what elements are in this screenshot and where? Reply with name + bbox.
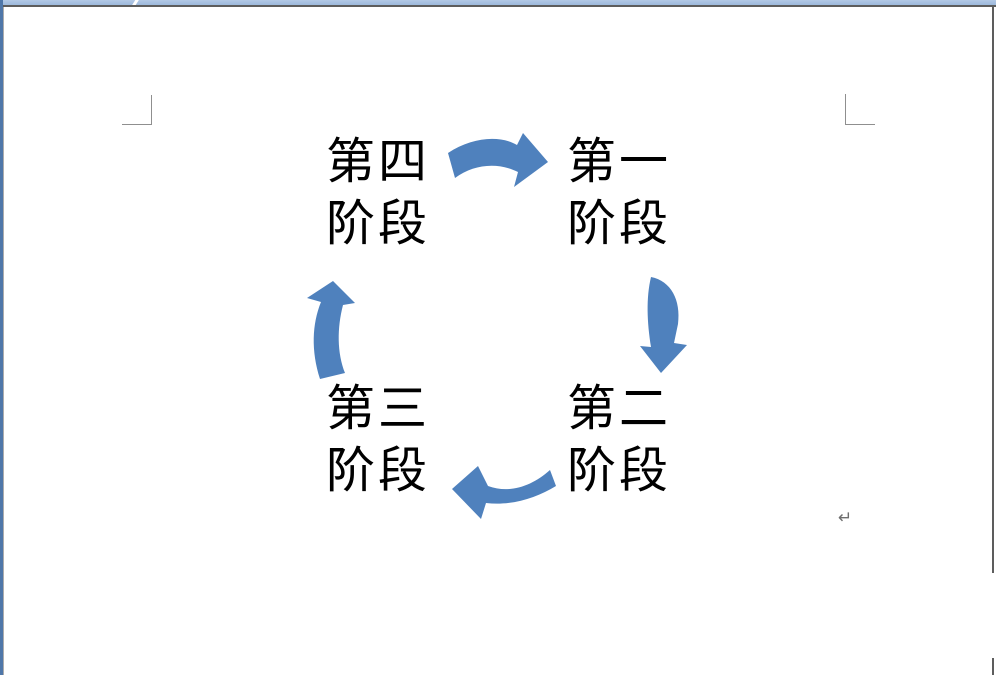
cycle-arrow-top-right-icon[interactable] — [448, 133, 548, 187]
stage-3-line2: 阶段 — [325, 443, 430, 498]
stage-4-line1: 第四 — [325, 134, 430, 189]
window-left-edge — [0, 0, 3, 675]
page-left-border — [3, 5, 4, 675]
cycle-arrow-up-icon[interactable] — [307, 281, 355, 379]
stage-3-label[interactable]: 第三 阶段 — [320, 378, 436, 502]
text-boundary-mark-top-right — [845, 94, 846, 124]
stage-3-line1: 第三 — [325, 381, 430, 436]
page-top-border — [0, 5, 996, 7]
stage-1-label[interactable]: 第一 阶段 — [561, 131, 677, 255]
stage-4-label[interactable]: 第四 阶段 — [320, 131, 436, 255]
text-boundary-mark-top-left — [151, 95, 152, 125]
stage-2-label[interactable]: 第二 阶段 — [561, 378, 677, 502]
stage-4-line2: 阶段 — [325, 196, 430, 251]
page-right-border-upper — [992, 5, 994, 573]
stage-2-line2: 阶段 — [566, 443, 671, 498]
page-right-border-lower — [992, 658, 994, 675]
text-boundary-mark-top-right — [845, 124, 875, 125]
cycle-arrow-down-icon[interactable] — [640, 277, 687, 373]
paragraph-mark: ↵ — [838, 508, 853, 528]
cycle-arrow-bottom-left-icon[interactable] — [452, 466, 556, 519]
window-top-edge — [0, 0, 996, 5]
stage-2-line1: 第二 — [566, 381, 671, 436]
stage-1-line2: 阶段 — [566, 196, 671, 251]
text-boundary-mark-top-left — [122, 124, 152, 125]
stage-1-line1: 第一 — [566, 134, 671, 189]
